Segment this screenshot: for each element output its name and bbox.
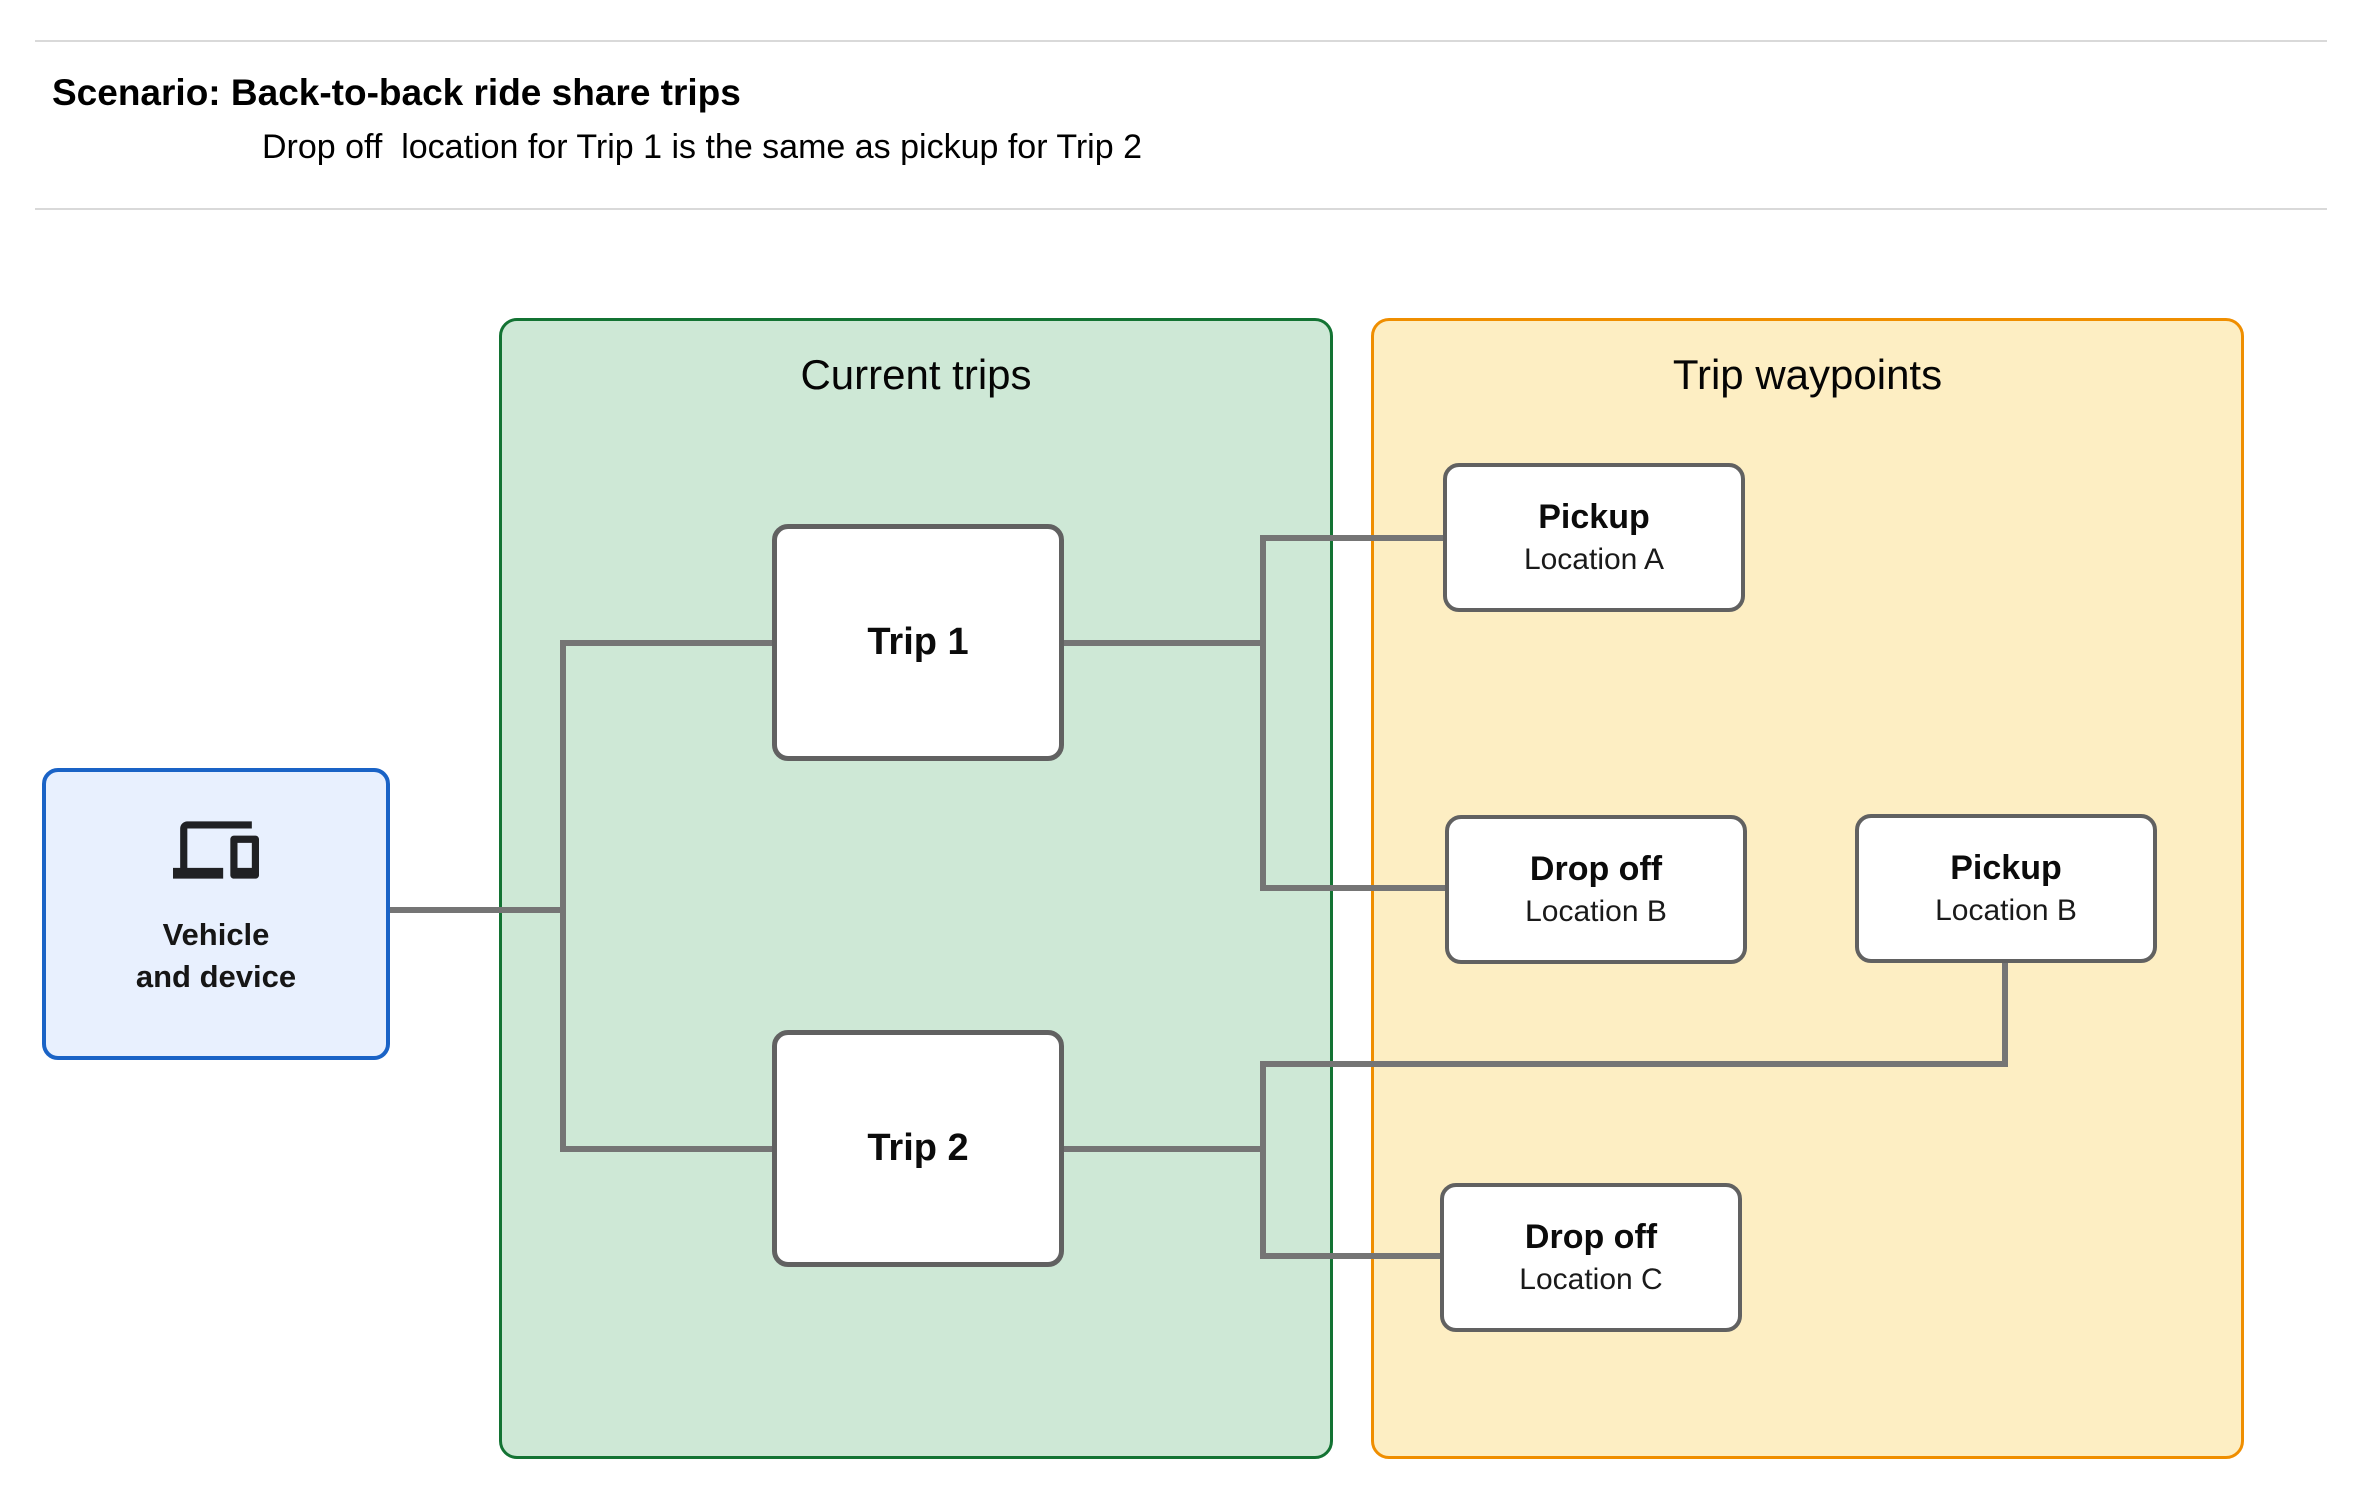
current-trips-panel: Current trips (499, 318, 1333, 1459)
connector-right-trunk-1 (1260, 535, 1266, 891)
waypoint-pickup-location-b: Pickup Location B (1855, 814, 2157, 963)
connector-to-dropoff-c (1260, 1253, 1444, 1259)
page-title: Scenario: Back-to-back ride share trips (52, 72, 741, 113)
vehicle-label-line1: Vehicle (162, 917, 270, 952)
waypoint-location: Location B (1525, 894, 1667, 928)
vehicle-label-line2: and device (135, 958, 297, 994)
waypoint-location: Location A (1523, 542, 1665, 576)
devices-icon (173, 821, 259, 879)
waypoint-type: Drop off (1524, 1218, 1658, 1257)
waypoint-type: Drop off (1529, 850, 1663, 889)
connector-trunk-to-trip2 (560, 1146, 776, 1152)
connector-vehicle-to-trunk (388, 907, 566, 913)
connector-left-trunk (560, 640, 566, 1152)
vehicle-node-label: Vehicle and device (136, 914, 296, 998)
top-divider (35, 40, 2327, 42)
trip-waypoints-title: Trip waypoints (1672, 351, 1943, 398)
connector-trunk-to-trip1 (560, 640, 776, 646)
connector-pickup-b-leg (2002, 961, 2008, 1067)
trip-1-node: Trip 1 (772, 524, 1064, 761)
connector-trip1-right (1060, 640, 1266, 646)
connector-trip2-right (1060, 1146, 1266, 1152)
waypoint-type: Pickup (1950, 849, 2062, 888)
connector-right-trunk-2 (1260, 1061, 1266, 1259)
waypoint-location: Location C (1519, 1262, 1663, 1296)
trip-1-label: Trip 1 (867, 621, 969, 663)
waypoint-dropoff-location-c: Drop off Location C (1440, 1183, 1742, 1332)
waypoint-pickup-location-a: Pickup Location A (1443, 463, 1745, 612)
waypoint-dropoff-location-b: Drop off Location B (1445, 815, 1747, 964)
vehicle-and-device-node: Vehicle and device (42, 768, 390, 1060)
trip-2-node: Trip 2 (772, 1030, 1064, 1267)
current-trips-title: Current trips (800, 351, 1032, 398)
waypoint-type: Pickup (1538, 498, 1650, 537)
header-divider (35, 208, 2327, 210)
connector-pickup-b-horizontal (1260, 1061, 2008, 1067)
page-subtitle: Drop off location for Trip 1 is the same… (262, 128, 1142, 166)
connector-to-dropoff-b (1260, 885, 1449, 891)
trip-2-label: Trip 2 (867, 1127, 969, 1169)
connector-to-pickup-a (1260, 535, 1447, 541)
waypoint-location: Location B (1935, 893, 2077, 927)
